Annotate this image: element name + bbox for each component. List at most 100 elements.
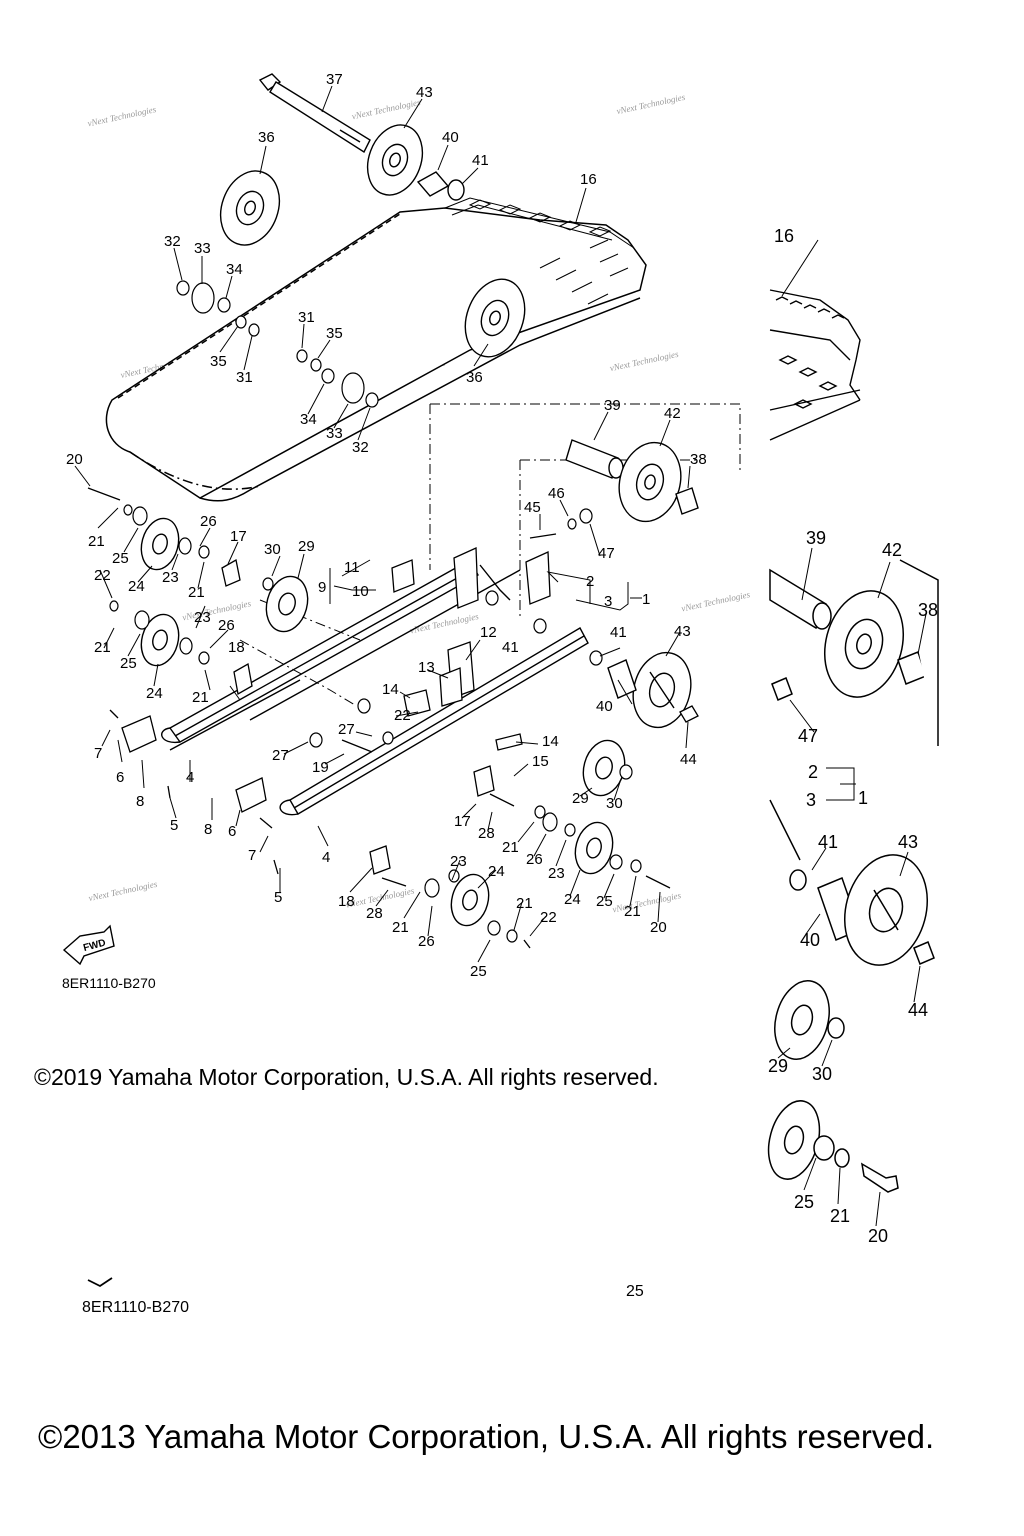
callout-12: 12 <box>480 624 497 641</box>
arms-17-18 <box>221 558 495 875</box>
nut-41-top <box>447 179 465 201</box>
callout-22: 22 <box>540 909 557 926</box>
callout-23: 23 <box>450 853 467 870</box>
page-number: 25 <box>626 1283 644 1300</box>
callout-24: 24 <box>128 578 145 595</box>
copyright-bottom: ©2013 Yamaha Motor Corporation, U.S.A. A… <box>38 1418 935 1455</box>
callout-8: 8 <box>136 793 144 810</box>
track-belt <box>105 197 647 502</box>
callout-9: 9 <box>318 579 326 596</box>
callout-14: 14 <box>542 733 559 750</box>
callout-20: 20 <box>868 1226 888 1246</box>
inset-detail-track <box>769 289 861 441</box>
callout-46: 46 <box>548 485 565 502</box>
callout-31: 31 <box>236 369 253 386</box>
callout-26: 26 <box>218 617 235 634</box>
callout-3: 3 <box>604 593 612 610</box>
callout-40: 40 <box>596 698 613 715</box>
callout-5: 5 <box>170 817 178 834</box>
callout-1: 1 <box>858 788 868 808</box>
callout-32: 32 <box>164 233 181 250</box>
watermark: vNext Technologies <box>680 589 751 613</box>
callout-34: 34 <box>300 411 317 428</box>
callout-41: 41 <box>610 624 627 641</box>
callout-26: 26 <box>200 513 217 530</box>
idler-wheel-36-left <box>219 170 281 246</box>
callout-24: 24 <box>488 863 505 880</box>
callout-21: 21 <box>830 1206 850 1226</box>
callout-7: 7 <box>248 847 256 864</box>
inset-detail-spring-wheels <box>767 980 899 1193</box>
callout-37: 37 <box>326 71 343 88</box>
watermark: vNext Technologies <box>351 97 422 121</box>
rear-wheel-43 <box>632 651 692 729</box>
callout-22: 22 <box>94 567 111 584</box>
bearings-32-35 <box>176 280 379 408</box>
collar-40-top <box>416 171 450 197</box>
collar-38 <box>675 487 699 515</box>
callout-28: 28 <box>478 825 495 842</box>
callout-23: 23 <box>548 865 565 882</box>
callout-20: 20 <box>66 451 83 468</box>
watermark: vNext Technologies <box>616 92 687 116</box>
watermark: vNext Technologies <box>87 104 158 128</box>
callout-21: 21 <box>192 689 209 706</box>
callout-33: 33 <box>326 425 343 442</box>
callout-29: 29 <box>572 790 589 807</box>
callout-34: 34 <box>226 261 243 278</box>
small-bushings <box>109 504 642 943</box>
callout-47: 47 <box>798 726 818 746</box>
callout-4: 4 <box>186 769 194 786</box>
mount-plates-1-11 <box>391 547 551 609</box>
callout-40: 40 <box>442 129 459 146</box>
collar-40-right <box>607 659 637 699</box>
callout-45: 45 <box>524 499 541 516</box>
diagram-code-secondary: 8ER1110-B270 <box>82 1299 190 1316</box>
callout-20: 20 <box>650 919 667 936</box>
callout-26: 26 <box>526 851 543 868</box>
callout-30: 30 <box>264 541 281 558</box>
callout-23: 23 <box>194 609 211 626</box>
callout-43: 43 <box>898 832 918 852</box>
callout-21: 21 <box>94 639 111 656</box>
spring-wheels-29 <box>265 575 626 797</box>
callout-30: 30 <box>606 795 623 812</box>
callout-44: 44 <box>908 1000 928 1020</box>
callout-8: 8 <box>204 821 212 838</box>
callout-40: 40 <box>800 930 820 950</box>
callout-labels: 37 43 36 40 41 16 32 33 34 35 31 31 35 3… <box>66 71 938 1246</box>
callout-25: 25 <box>120 655 137 672</box>
callout-43: 43 <box>416 84 433 101</box>
callout-25: 25 <box>794 1192 814 1212</box>
callout-41: 41 <box>502 639 519 656</box>
callout-31: 31 <box>298 309 315 326</box>
callout-5: 5 <box>274 889 282 906</box>
callout-44: 44 <box>680 751 697 768</box>
callout-15: 15 <box>532 753 549 770</box>
callout-38: 38 <box>690 451 707 468</box>
callout-29: 29 <box>298 538 315 555</box>
callout-21: 21 <box>516 895 533 912</box>
callout-23: 23 <box>162 569 179 586</box>
callout-3: 3 <box>806 790 816 810</box>
callout-11: 11 <box>344 559 360 576</box>
fwd-arrow-icon: FWD <box>62 924 115 966</box>
callout-36: 36 <box>466 369 483 386</box>
callout-13: 13 <box>418 659 435 676</box>
callout-36: 36 <box>258 129 275 146</box>
callout-21: 21 <box>392 919 409 936</box>
callout-24: 24 <box>146 685 163 702</box>
callout-2: 2 <box>808 762 818 782</box>
callout-39: 39 <box>604 397 621 414</box>
slide-rails <box>161 559 589 816</box>
bracket-12-13 <box>439 641 475 707</box>
callout-35: 35 <box>210 353 227 370</box>
callout-41: 41 <box>818 832 838 852</box>
small-arrow-icon <box>87 1277 113 1288</box>
callout-27: 27 <box>338 721 355 738</box>
track-studs <box>444 197 635 305</box>
callout-6: 6 <box>228 823 236 840</box>
callout-32: 32 <box>352 439 369 456</box>
nut-44 <box>679 705 699 723</box>
